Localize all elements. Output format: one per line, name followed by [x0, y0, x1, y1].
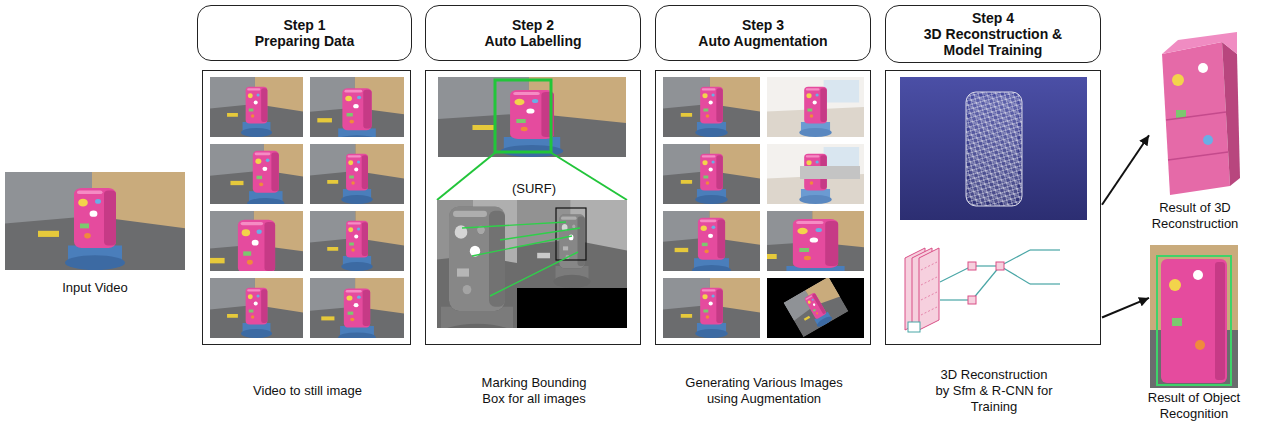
aug-photo: [663, 144, 760, 204]
network-node: [968, 296, 976, 304]
result-image: Result of 3D Reconstruction: [1150, 30, 1240, 197]
frame-photo: [310, 211, 404, 271]
step-header: Step 2Auto Labelling: [425, 5, 641, 61]
caption: Generating Various Images using Augmenta…: [679, 375, 849, 407]
label-holder: (SURF): [426, 179, 642, 197]
step-title: Auto Augmentation: [698, 33, 827, 49]
frame-photo: [210, 77, 303, 137]
caption: Marking Bounding Box for all images: [472, 375, 597, 407]
black-pad: [517, 288, 627, 328]
result-photo: [1150, 245, 1238, 388]
sticker: [1172, 74, 1184, 86]
step-header: Step 1Preparing Data: [197, 5, 412, 61]
sticker: [1203, 135, 1213, 145]
result-arrow: [1102, 298, 1149, 318]
step-title: Preparing Data: [255, 33, 355, 49]
fridge: [1161, 259, 1227, 383]
video-photo: [5, 172, 185, 270]
detection-box: [1157, 256, 1231, 385]
caption-holder: 3D Reconstruction by Sfm & R-CNN for Tra…: [856, 356, 1132, 426]
caption: Result of 3D Reconstruction: [1143, 200, 1248, 232]
step-header: Step 43D Reconstruction & Model Training: [885, 5, 1101, 63]
step-header: Step 3Auto Augmentation: [655, 5, 871, 61]
sticker: [1169, 279, 1181, 291]
aug-photo: [767, 77, 864, 137]
frame-grid: [177, 77, 420, 342]
render-ground: [900, 77, 1087, 220]
result-arrow: [1102, 135, 1149, 205]
frame-photo: [210, 140, 322, 209]
network-figure: [905, 248, 1060, 332]
step-title: 3D Reconstruction & Model Training: [922, 26, 1064, 58]
bounding-box: [495, 80, 551, 152]
match-lines: [462, 222, 580, 296]
frame-photo: [301, 278, 414, 342]
mesh-seam: [1166, 112, 1228, 160]
sticker: [1195, 340, 1205, 350]
aug-photo: [767, 144, 864, 204]
aug-photo: [653, 207, 769, 276]
network-node: [968, 262, 976, 270]
mesh-side: [1222, 42, 1240, 186]
video-frame: Input Video: [5, 172, 185, 270]
aug-photo: [663, 77, 760, 137]
step-number: Step 4: [972, 10, 1014, 26]
caption-holder: Marking Bounding Box for all images: [396, 356, 672, 426]
feature-map: [919, 248, 939, 330]
caption: 3D Reconstruction by Sfm & R-CNN for Tra…: [935, 367, 1053, 415]
caption-holder: Video to still image: [173, 356, 442, 426]
caption: Result of Object Recognition: [1138, 390, 1250, 422]
frame-photo: [310, 144, 404, 204]
frame-photo: [210, 278, 303, 338]
recognition-result: [1150, 245, 1238, 388]
proposal-box: [908, 322, 920, 332]
network-node: [996, 262, 1004, 270]
mesh-front: [1162, 42, 1230, 195]
network-lines: [940, 250, 1060, 300]
result-image: Result of Object Recognition: [1150, 245, 1238, 388]
step-number: Step 2: [512, 17, 554, 33]
zoom-line: [437, 152, 496, 200]
grid-lines: [921, 262, 937, 315]
step-panel: 3D Reconstruction by Sfm & R-CNN for Tra…: [885, 70, 1101, 345]
step-title: Auto Labelling: [484, 33, 581, 49]
caption-holder: Input Video: [0, 278, 215, 296]
point-cloud: [970, 96, 1018, 202]
aug-photo: [663, 278, 760, 338]
caption-holder: Result of Object Recognition: [1120, 390, 1268, 422]
aug-photo: [719, 206, 913, 286]
point-cloud: [966, 92, 1022, 206]
reconstruction-result: [1162, 32, 1240, 195]
step-number: Step 3: [742, 17, 784, 33]
caption-holder: Generating Various Images using Augmenta…: [626, 356, 902, 426]
match-box: [556, 208, 586, 260]
mesh-top: [1162, 32, 1237, 54]
step-panel: Generating Various Images using Augmenta…: [655, 70, 871, 345]
step-panel: Video to still image: [202, 70, 411, 345]
sticker: [1198, 63, 1208, 73]
caption: Video to still image: [253, 383, 362, 399]
fridge: [1215, 262, 1225, 380]
labelling-figure: [357, 77, 627, 349]
augmentation-grid: [653, 77, 912, 338]
labelled-photo: [438, 77, 626, 157]
step-number: Step 1: [283, 17, 325, 33]
reconstruction-figure: [900, 77, 1087, 220]
zoom-line: [550, 152, 627, 200]
step-panel: (SURF)Marking Bounding Box for all image…: [425, 70, 641, 345]
frame-photo: [294, 77, 419, 146]
rotated-photo: [783, 278, 848, 337]
sticker: [1193, 270, 1203, 280]
cutout-bar: [800, 166, 860, 179]
caption: Input Video: [62, 280, 128, 296]
method-label: (SURF): [509, 181, 559, 197]
sticker: [1172, 318, 1182, 326]
caption-holder: Result of 3D Reconstruction: [1120, 200, 1270, 232]
